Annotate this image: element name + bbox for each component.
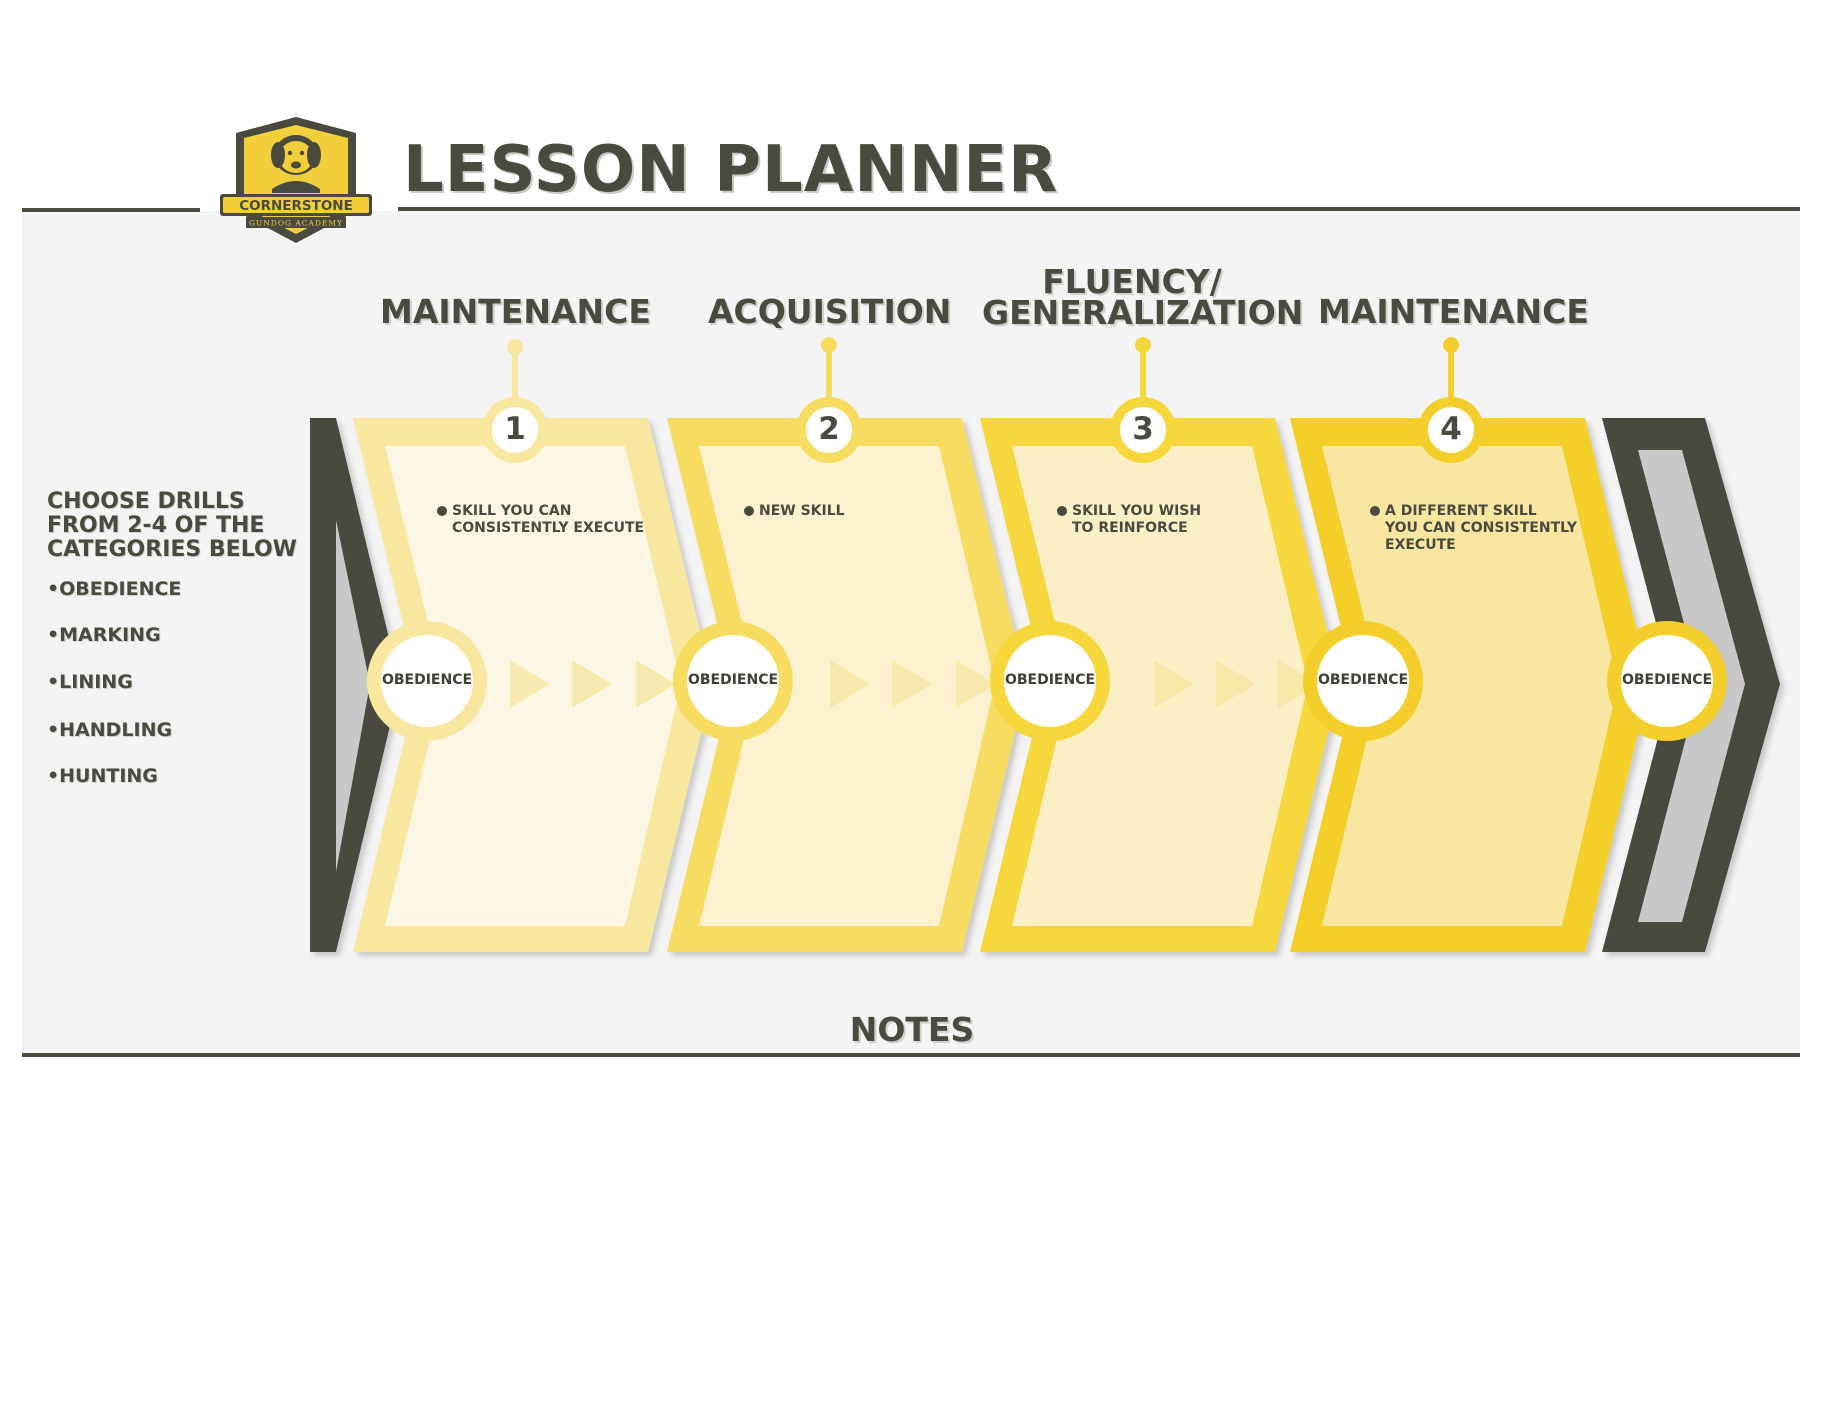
stage-description-2: NEW SKILL xyxy=(759,503,845,520)
category-item-obedience: •OBEDIENCE xyxy=(47,578,181,600)
stage-description-4-line-1: A DIFFERENT SKILL xyxy=(1385,503,1577,520)
notes-title: NOTES xyxy=(0,1010,1824,1049)
notes-area[interactable] xyxy=(22,1058,1800,1388)
category-item-hunting: •HUNTING xyxy=(47,765,158,787)
stage-description-4: A DIFFERENT SKILL YOU CAN CONSISTENTLY E… xyxy=(1385,503,1577,554)
category-item-handling: •HANDLING xyxy=(47,719,172,741)
category-item-marking: •MARKING xyxy=(47,624,161,646)
description-bullet-2 xyxy=(744,506,754,516)
category-label-4: OBEDIENCE xyxy=(1308,672,1418,688)
stage-description-4-line-2: YOU CAN CONSISTENTLY xyxy=(1385,520,1577,537)
stage-number-2: 2 xyxy=(804,411,854,447)
stage-description-1-line-1: SKILL YOU CAN xyxy=(452,503,644,520)
category-item-lining: •LINING xyxy=(47,671,133,693)
stage-number-1: 1 xyxy=(490,411,540,447)
description-bullet-4 xyxy=(1370,506,1380,516)
drill-instructions-line-3: CATEGORIES BELOW xyxy=(47,538,327,562)
stage-description-3-line-2: TO REINFORCE xyxy=(1072,520,1201,537)
drill-instructions-line-2: FROM 2-4 OF THE xyxy=(47,514,327,538)
category-label-3: OBEDIENCE xyxy=(995,672,1105,688)
stage-description-1: SKILL YOU CAN CONSISTENTLY EXECUTE xyxy=(452,503,644,537)
category-label-2: OBEDIENCE xyxy=(678,672,788,688)
stage-number-3: 3 xyxy=(1118,411,1168,447)
stage-description-3-line-1: SKILL YOU WISH xyxy=(1072,503,1201,520)
description-bullet-1 xyxy=(437,506,447,516)
description-bullet-3 xyxy=(1057,506,1067,516)
stage-number-4: 4 xyxy=(1426,411,1476,447)
stage-description-1-line-2: CONSISTENTLY EXECUTE xyxy=(452,520,644,537)
category-label-end: OBEDIENCE xyxy=(1612,672,1722,688)
drill-instructions-line-1: CHOOSE DRILLS xyxy=(47,490,327,514)
stage-description-4-line-3: EXECUTE xyxy=(1385,537,1577,554)
drill-instructions: CHOOSE DRILLS FROM 2-4 OF THE CATEGORIES… xyxy=(47,490,327,562)
category-label-1: OBEDIENCE xyxy=(372,672,482,688)
stage-description-3: SKILL YOU WISH TO REINFORCE xyxy=(1072,503,1201,537)
stage-description-2-line-1: NEW SKILL xyxy=(759,503,845,520)
